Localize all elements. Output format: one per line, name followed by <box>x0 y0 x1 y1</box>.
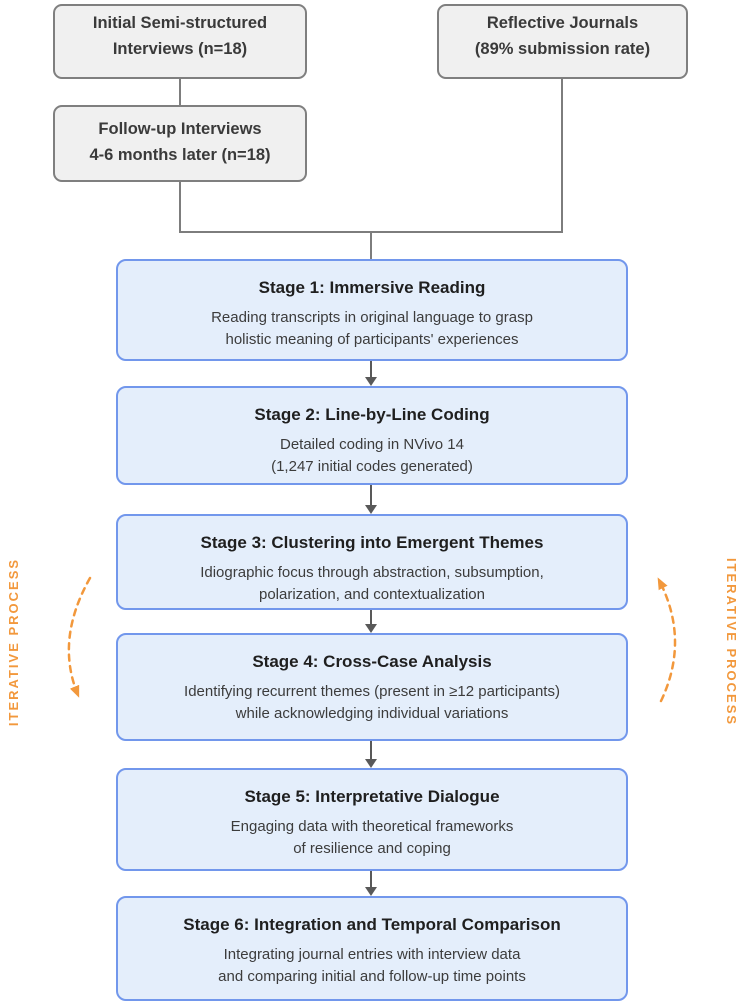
stage-box-4: Stage 4: Cross-Case Analysis Identifying… <box>116 633 628 741</box>
stage-box-3: Stage 3: Clustering into Emergent Themes… <box>116 514 628 610</box>
stage-line-2: and comparing initial and follow-up time… <box>218 968 526 985</box>
arrowhead-down-icon <box>365 759 377 768</box>
stage-title: Stage 2: Line-by-Line Coding <box>254 405 490 424</box>
stage-line-1: Integrating journal entries with intervi… <box>223 946 521 963</box>
iterative-label-right: ITERATIVE PROCESS <box>724 557 739 727</box>
stage-line-1: Engaging data with theoretical framework… <box>230 818 514 835</box>
stage-line-2: (1,247 initial codes generated) <box>271 458 473 475</box>
arrowhead-down-icon <box>365 377 377 386</box>
stage-box-6: Stage 6: Integration and Temporal Compar… <box>116 896 628 1001</box>
flow-arrow-2-3 <box>370 485 372 506</box>
stage-title: Stage 4: Cross-Case Analysis <box>252 652 492 671</box>
stage-line-1: Detailed coding in NVivo 14 <box>279 436 464 453</box>
stage-line-1: Idiographic focus through abstraction, s… <box>200 564 544 581</box>
arrowhead-down-icon <box>365 887 377 896</box>
stage-line-2: while acknowledging individual variation… <box>235 705 509 722</box>
connector-followup-down <box>179 182 181 233</box>
stage-title: Stage 5: Interpretative Dialogue <box>244 787 500 806</box>
source-box-line: Interviews (n=18) <box>112 39 248 58</box>
stage-title: Stage 1: Immersive Reading <box>258 278 486 297</box>
source-box-line: Follow-up Interviews <box>98 119 262 138</box>
connector-initial-to-followup <box>179 79 181 105</box>
stage-line-1: Identifying recurrent themes (present in… <box>184 683 560 700</box>
arrowhead-down-icon <box>365 505 377 514</box>
source-box-initial-interviews: Initial Semi-structured Interviews (n=18… <box>53 4 307 79</box>
source-box-reflective-journals: Reflective Journals (89% submission rate… <box>437 4 688 79</box>
flow-arrow-4-5 <box>370 741 372 760</box>
stage-line-2: polarization, and contextualization <box>259 586 485 603</box>
connector-merge-horizontal <box>179 231 563 233</box>
connector-journals-down <box>561 79 563 233</box>
arrowhead-down-icon <box>365 624 377 633</box>
flow-arrow-5-6 <box>370 871 372 888</box>
stage-title: Stage 3: Clustering into Emergent Themes <box>200 533 544 552</box>
source-box-line: Initial Semi-structured <box>92 13 268 32</box>
iterative-arc-right <box>657 577 677 703</box>
flow-arrow-3-4 <box>370 610 372 625</box>
stage-line-2: of resilience and coping <box>293 840 451 857</box>
source-box-line: 4-6 months later (n=18) <box>89 145 271 164</box>
iterative-arc-left <box>67 576 92 698</box>
stage-title: Stage 6: Integration and Temporal Compar… <box>183 915 561 934</box>
stage-box-1: Stage 1: Immersive Reading Reading trans… <box>116 259 628 361</box>
source-box-line: Reflective Journals <box>486 13 639 32</box>
source-box-followup-interviews: Follow-up Interviews 4-6 months later (n… <box>53 105 307 182</box>
flow-arrow-1-2 <box>370 361 372 378</box>
iterative-label-left: ITERATIVE PROCESS <box>6 557 21 727</box>
stage-box-5: Stage 5: Interpretative Dialogue Engagin… <box>116 768 628 871</box>
stage-line-1: Reading transcripts in original language… <box>211 309 533 326</box>
stage-box-2: Stage 2: Line-by-Line Coding Detailed co… <box>116 386 628 485</box>
connector-merge-to-stage1 <box>370 233 372 259</box>
stage-line-2: holistic meaning of participants' experi… <box>225 331 519 348</box>
source-box-line: (89% submission rate) <box>474 39 651 58</box>
